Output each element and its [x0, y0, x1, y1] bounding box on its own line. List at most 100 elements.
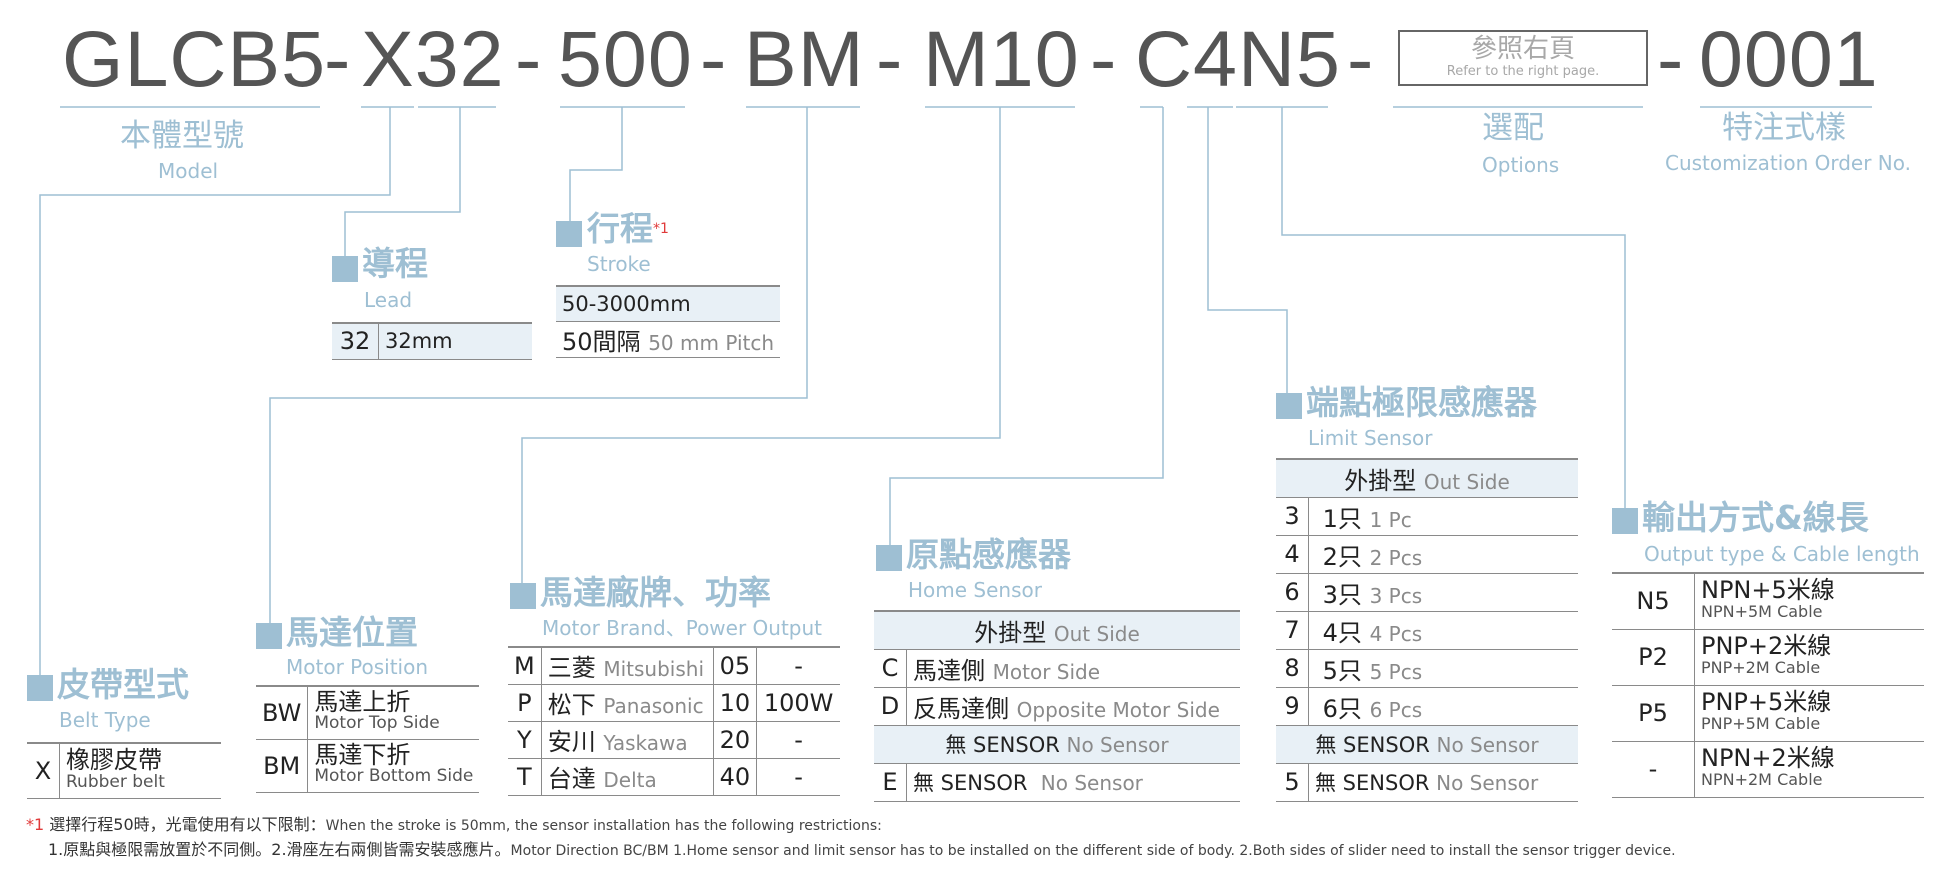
output-title-en: Output type & Cable length: [1644, 542, 1920, 566]
code-belt-lead: X32: [361, 14, 505, 103]
motor-position-desc-zh: 馬達上折: [314, 687, 411, 716]
table-row: 50-3000mm: [556, 285, 781, 322]
lead-code: 32: [332, 322, 379, 360]
motor-brand-title-zh: 馬達廠牌、功率: [540, 573, 771, 612]
motor-brand-zh: 松下: [547, 691, 596, 719]
table-row: E 無 SENSOR No Sensor: [874, 763, 1240, 802]
motor-power-code: 05: [713, 646, 758, 685]
home-sensor-title-zh: 原點感應器: [906, 535, 1071, 574]
code-motor-brand: M10: [923, 14, 1080, 103]
home-sensor-zh: 馬達側: [913, 656, 985, 685]
limit-sensor-desc: 4只 4 Pcs: [1308, 611, 1578, 650]
stroke-pitch-zh: 50間隔: [562, 327, 641, 356]
limit-sensor-en: No Sensor: [1436, 771, 1539, 795]
limit-sensor-desc: 2只 2 Pcs: [1308, 535, 1578, 574]
limit-sensor-none-header: 無 SENSOR No Sensor: [1276, 725, 1578, 764]
motor-position-desc-zh: 馬達下折: [314, 740, 411, 769]
table-row: 外掛型 Out Side: [874, 610, 1240, 650]
motor-brand-code: P: [508, 684, 542, 722]
table-row: C 馬達側 Motor Side: [874, 649, 1240, 688]
limit-sensor-zh: 2只: [1322, 542, 1362, 571]
limit-sensor-desc: 6只 6 Pcs: [1308, 687, 1578, 726]
limit-sensor-header-zh: 外掛型: [1344, 466, 1417, 495]
code-stroke: 500: [558, 14, 693, 103]
table-row: 50間隔 50 mm Pitch: [556, 321, 781, 358]
limit-sensor-zh: 無 SENSOR: [1315, 771, 1430, 795]
motor-position-desc-en: Motor Top Side: [314, 712, 440, 733]
output-desc-zh: PNP+5米線: [1701, 688, 1832, 716]
lead-table: 32 32mm: [332, 322, 532, 360]
code-dash: -: [515, 14, 542, 103]
limit-sensor-code: 5: [1276, 763, 1309, 802]
home-sensor-none-header-en: No Sensor: [1066, 733, 1169, 757]
home-sensor-header-en: Out Side: [1053, 621, 1140, 646]
output-desc-zh: NPN+5米線: [1701, 576, 1835, 605]
code-sensors: C4N5: [1135, 14, 1341, 103]
category-options-en: Options: [1482, 153, 1560, 177]
home-sensor-desc: 無 SENSOR No Sensor: [906, 763, 1240, 802]
limit-sensor-en: 4 Pcs: [1369, 621, 1423, 646]
footnote-line1-zh: 選擇行程50時，光電使用有以下限制：: [49, 815, 326, 834]
table-row: 6 3只 3 Pcs: [1276, 573, 1578, 612]
table-row: D 反馬達側 Opposite Motor Side: [874, 687, 1240, 726]
limit-sensor-code: 6: [1276, 573, 1309, 612]
table-row: M 三菱 Mitsubishi 05 -: [508, 646, 840, 685]
limit-sensor-title-en: Limit Sensor: [1308, 426, 1433, 450]
stroke-range: 50-3000mm: [556, 285, 781, 322]
limit-sensor-code: 9: [1276, 687, 1309, 726]
motor-brand-name: 三菱 Mitsubishi: [541, 646, 714, 685]
stroke-pitch: 50間隔 50 mm Pitch: [556, 321, 781, 358]
motor-brand-en: Panasonic: [603, 694, 704, 718]
motor-position-title-zh: 馬達位置: [286, 613, 418, 652]
motor-power-code: 20: [713, 721, 758, 759]
motor-brand-en: Delta: [603, 768, 657, 792]
output-square-icon: [1612, 508, 1638, 534]
limit-sensor-desc: 1只 1 Pc: [1308, 497, 1578, 536]
limit-sensor-desc: 3只 3 Pcs: [1308, 573, 1578, 612]
output-desc-en: NPN+2M Cable: [1701, 770, 1823, 789]
stroke-pitch-en: 50 mm Pitch: [648, 330, 775, 355]
home-sensor-header-zh: 外掛型: [974, 618, 1047, 647]
home-sensor-en: No Sensor: [1040, 771, 1143, 795]
motor-brand-en: Mitsubishi: [603, 657, 705, 682]
output-desc-en: NPN+5M Cable: [1701, 602, 1823, 622]
motor-position-code: BW: [256, 685, 309, 740]
lead-desc: 32mm: [378, 322, 532, 360]
home-sensor-zh: 反馬達側: [913, 694, 1009, 723]
limit-sensor-zh: 4只: [1322, 618, 1362, 647]
motor-brand-name: 松下 Panasonic: [541, 684, 714, 722]
output-desc-zh: PNP+2米線: [1701, 632, 1832, 660]
output-title-zh: 輸出方式&線長: [1642, 498, 1869, 537]
motor-power: -: [756, 646, 840, 685]
limit-sensor-zh: 6只: [1322, 694, 1362, 723]
belt-title-en: Belt Type: [59, 708, 151, 732]
table-row: 5 無 SENSOR No Sensor: [1276, 763, 1578, 802]
category-custom-zh: 特注式樣: [1722, 110, 1846, 146]
limit-sensor-code: 3: [1276, 497, 1309, 536]
limit-sensor-code: 4: [1276, 535, 1309, 574]
home-sensor-desc: 反馬達側 Opposite Motor Side: [906, 687, 1240, 726]
code-custom: 0001: [1699, 14, 1879, 103]
table-row: T 台達 Delta 40 -: [508, 758, 840, 796]
footnote-line-2: 1.原點與極限需放置於不同側。2.滑座左右兩側皆需安裝感應片。Motor Dir…: [48, 836, 1676, 860]
stroke-footnote-mark: *1: [653, 221, 669, 237]
limit-sensor-none-header-zh: 無 SENSOR: [1315, 733, 1430, 757]
output-desc-zh: NPN+2米線: [1701, 744, 1835, 772]
belt-code: X: [27, 742, 60, 799]
lead-square-icon: [332, 256, 358, 282]
table-row: 8 5只 5 Pcs: [1276, 649, 1578, 688]
code-dash: -: [700, 14, 727, 103]
table-row: 7 4只 4 Pcs: [1276, 611, 1578, 650]
table-row: 無 SENSOR No Sensor: [874, 725, 1240, 764]
limit-sensor-en: 3 Pcs: [1369, 583, 1423, 608]
motor-brand-code: M: [508, 646, 542, 685]
lead-title-en: Lead: [364, 288, 413, 312]
output-code: P5: [1612, 685, 1695, 742]
